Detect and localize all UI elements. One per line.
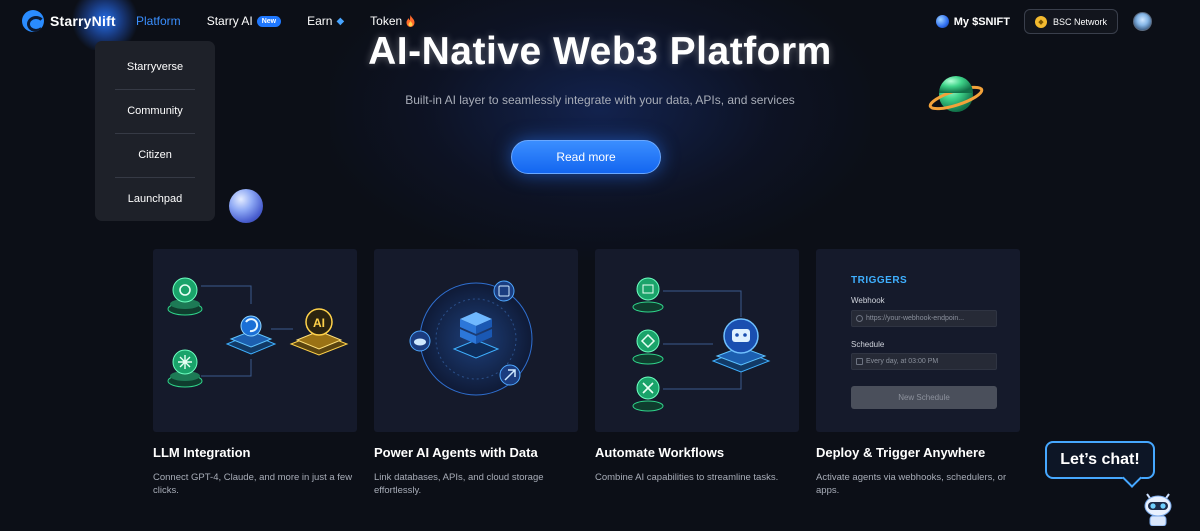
nav-right: My $SNIFT ◆ BSC Network [935, 9, 1118, 34]
menu-item-community[interactable]: Community [95, 89, 215, 133]
my-snift-label: My $SNIFT [953, 15, 1010, 28]
nav-link-starry-ai[interactable]: Starry AI New [206, 14, 282, 28]
chat-label: Let’s chat! [1060, 451, 1140, 468]
new-badge: New [256, 15, 282, 27]
binance-node [632, 329, 664, 365]
user-avatar[interactable] [1133, 12, 1152, 31]
nav-link-label: Earn [307, 14, 333, 28]
robot-mascot-icon[interactable] [1140, 490, 1176, 526]
nav-link-label: Platform [136, 14, 181, 28]
feature-card-triggers: TRIGGERS Webhook https://your-webhook-en… [816, 249, 1020, 497]
top-nav: StarryNift Platform Starry AI New Earn ◆… [0, 0, 1200, 44]
workflows-illustration [595, 249, 799, 432]
link-icon [856, 315, 863, 322]
menu-item-starryverse[interactable]: Starryverse [126, 61, 184, 73]
webhook-label: Webhook [851, 296, 885, 305]
llm-illustration: AI [153, 249, 357, 432]
llm-diagram: AI [167, 277, 349, 388]
platform-dropdown-menu: Starryverse Community Citizen Launchpad [95, 41, 215, 221]
hero-subtitle: Built-in AI layer to seamlessly integrat… [405, 93, 795, 107]
schedule-input[interactable]: Every day, at 03:00 PM [851, 353, 997, 370]
feature-description: Combine AI capabilities to streamline ta… [595, 472, 779, 483]
feature-title: Power AI Agents with Data [374, 445, 538, 460]
bsc-coin-icon: ◆ [1034, 15, 1047, 28]
feature-title: Automate Workflows [595, 445, 725, 460]
brand-logo[interactable]: StarryNift [22, 10, 116, 32]
workflows-diagram [632, 277, 771, 412]
menu-item-launchpad[interactable]: Launchpad [95, 177, 215, 221]
starrynift-logo-icon [22, 10, 44, 32]
feature-title: Deploy & Trigger Anywhere [816, 445, 986, 460]
nav-link-earn[interactable]: Earn ◆ [307, 14, 344, 28]
brand-name: StarryNift [50, 13, 116, 29]
new-schedule-button[interactable]: New Schedule [851, 386, 997, 409]
agents-illustration [374, 249, 578, 432]
nav-links: Platform Starry AI New Earn ◆ Token [136, 14, 441, 28]
snift-token-icon [935, 15, 949, 28]
calendar-icon [856, 358, 863, 365]
feature-description: Link databases, APIs, and cloud storage … [374, 472, 544, 496]
feature-card-llm: AI LLM Integration Connect GPT-4, Claude… [153, 249, 357, 497]
feature-description: Connect GPT-4, Claude, and more in just … [153, 472, 353, 496]
fire-icon [406, 15, 415, 27]
robot-node [711, 318, 771, 373]
svg-text:AI: AI [313, 316, 325, 330]
network-selector-button[interactable]: ◆ BSC Network [1023, 9, 1118, 34]
ai-chip-node: AI [289, 308, 349, 356]
feature-card-workflows: Automate Workflows Combine AI capabiliti… [595, 249, 799, 484]
webhook-placeholder: https://your-webhook-endpoin... [866, 315, 965, 322]
schedule-value: Every day, at 03:00 PM [866, 358, 939, 365]
webhook-input[interactable]: https://your-webhook-endpoin... [851, 310, 997, 327]
agents-diagram [409, 280, 533, 396]
feature-description: Activate agents via webhooks, schedulers… [816, 472, 1007, 496]
triggers-panel: TRIGGERS Webhook https://your-webhook-en… [816, 249, 1020, 432]
openai-node [167, 277, 203, 316]
menu-item-citizen[interactable]: Citizen [95, 133, 215, 177]
nav-link-platform[interactable]: Platform [136, 14, 181, 28]
x-node [632, 376, 664, 412]
feature-card-agents: Power AI Agents with Data Link databases… [374, 249, 578, 497]
network-label: BSC Network [1052, 16, 1107, 27]
claude-node [167, 349, 203, 388]
planet-icon [928, 76, 984, 112]
gem-icon: ◆ [336, 15, 345, 27]
nav-link-label: Starry AI [206, 14, 253, 28]
read-more-button[interactable]: Read more [511, 140, 661, 174]
my-snift-link[interactable]: My $SNIFT [935, 15, 1010, 28]
nav-link-label: Token [370, 14, 403, 28]
hero-title: AI-Native Web3 Platform [368, 30, 832, 73]
small-planet-icon [229, 189, 263, 223]
platform-node [225, 315, 277, 355]
nav-link-token[interactable]: Token [370, 14, 415, 28]
feature-title: LLM Integration [153, 445, 251, 460]
triggers-heading: TRIGGERS [851, 275, 908, 286]
database-icon [460, 312, 492, 344]
image-node [632, 277, 664, 313]
chat-bubble-button[interactable]: Let’s chat! [1045, 441, 1155, 479]
schedule-label: Schedule [851, 340, 885, 349]
